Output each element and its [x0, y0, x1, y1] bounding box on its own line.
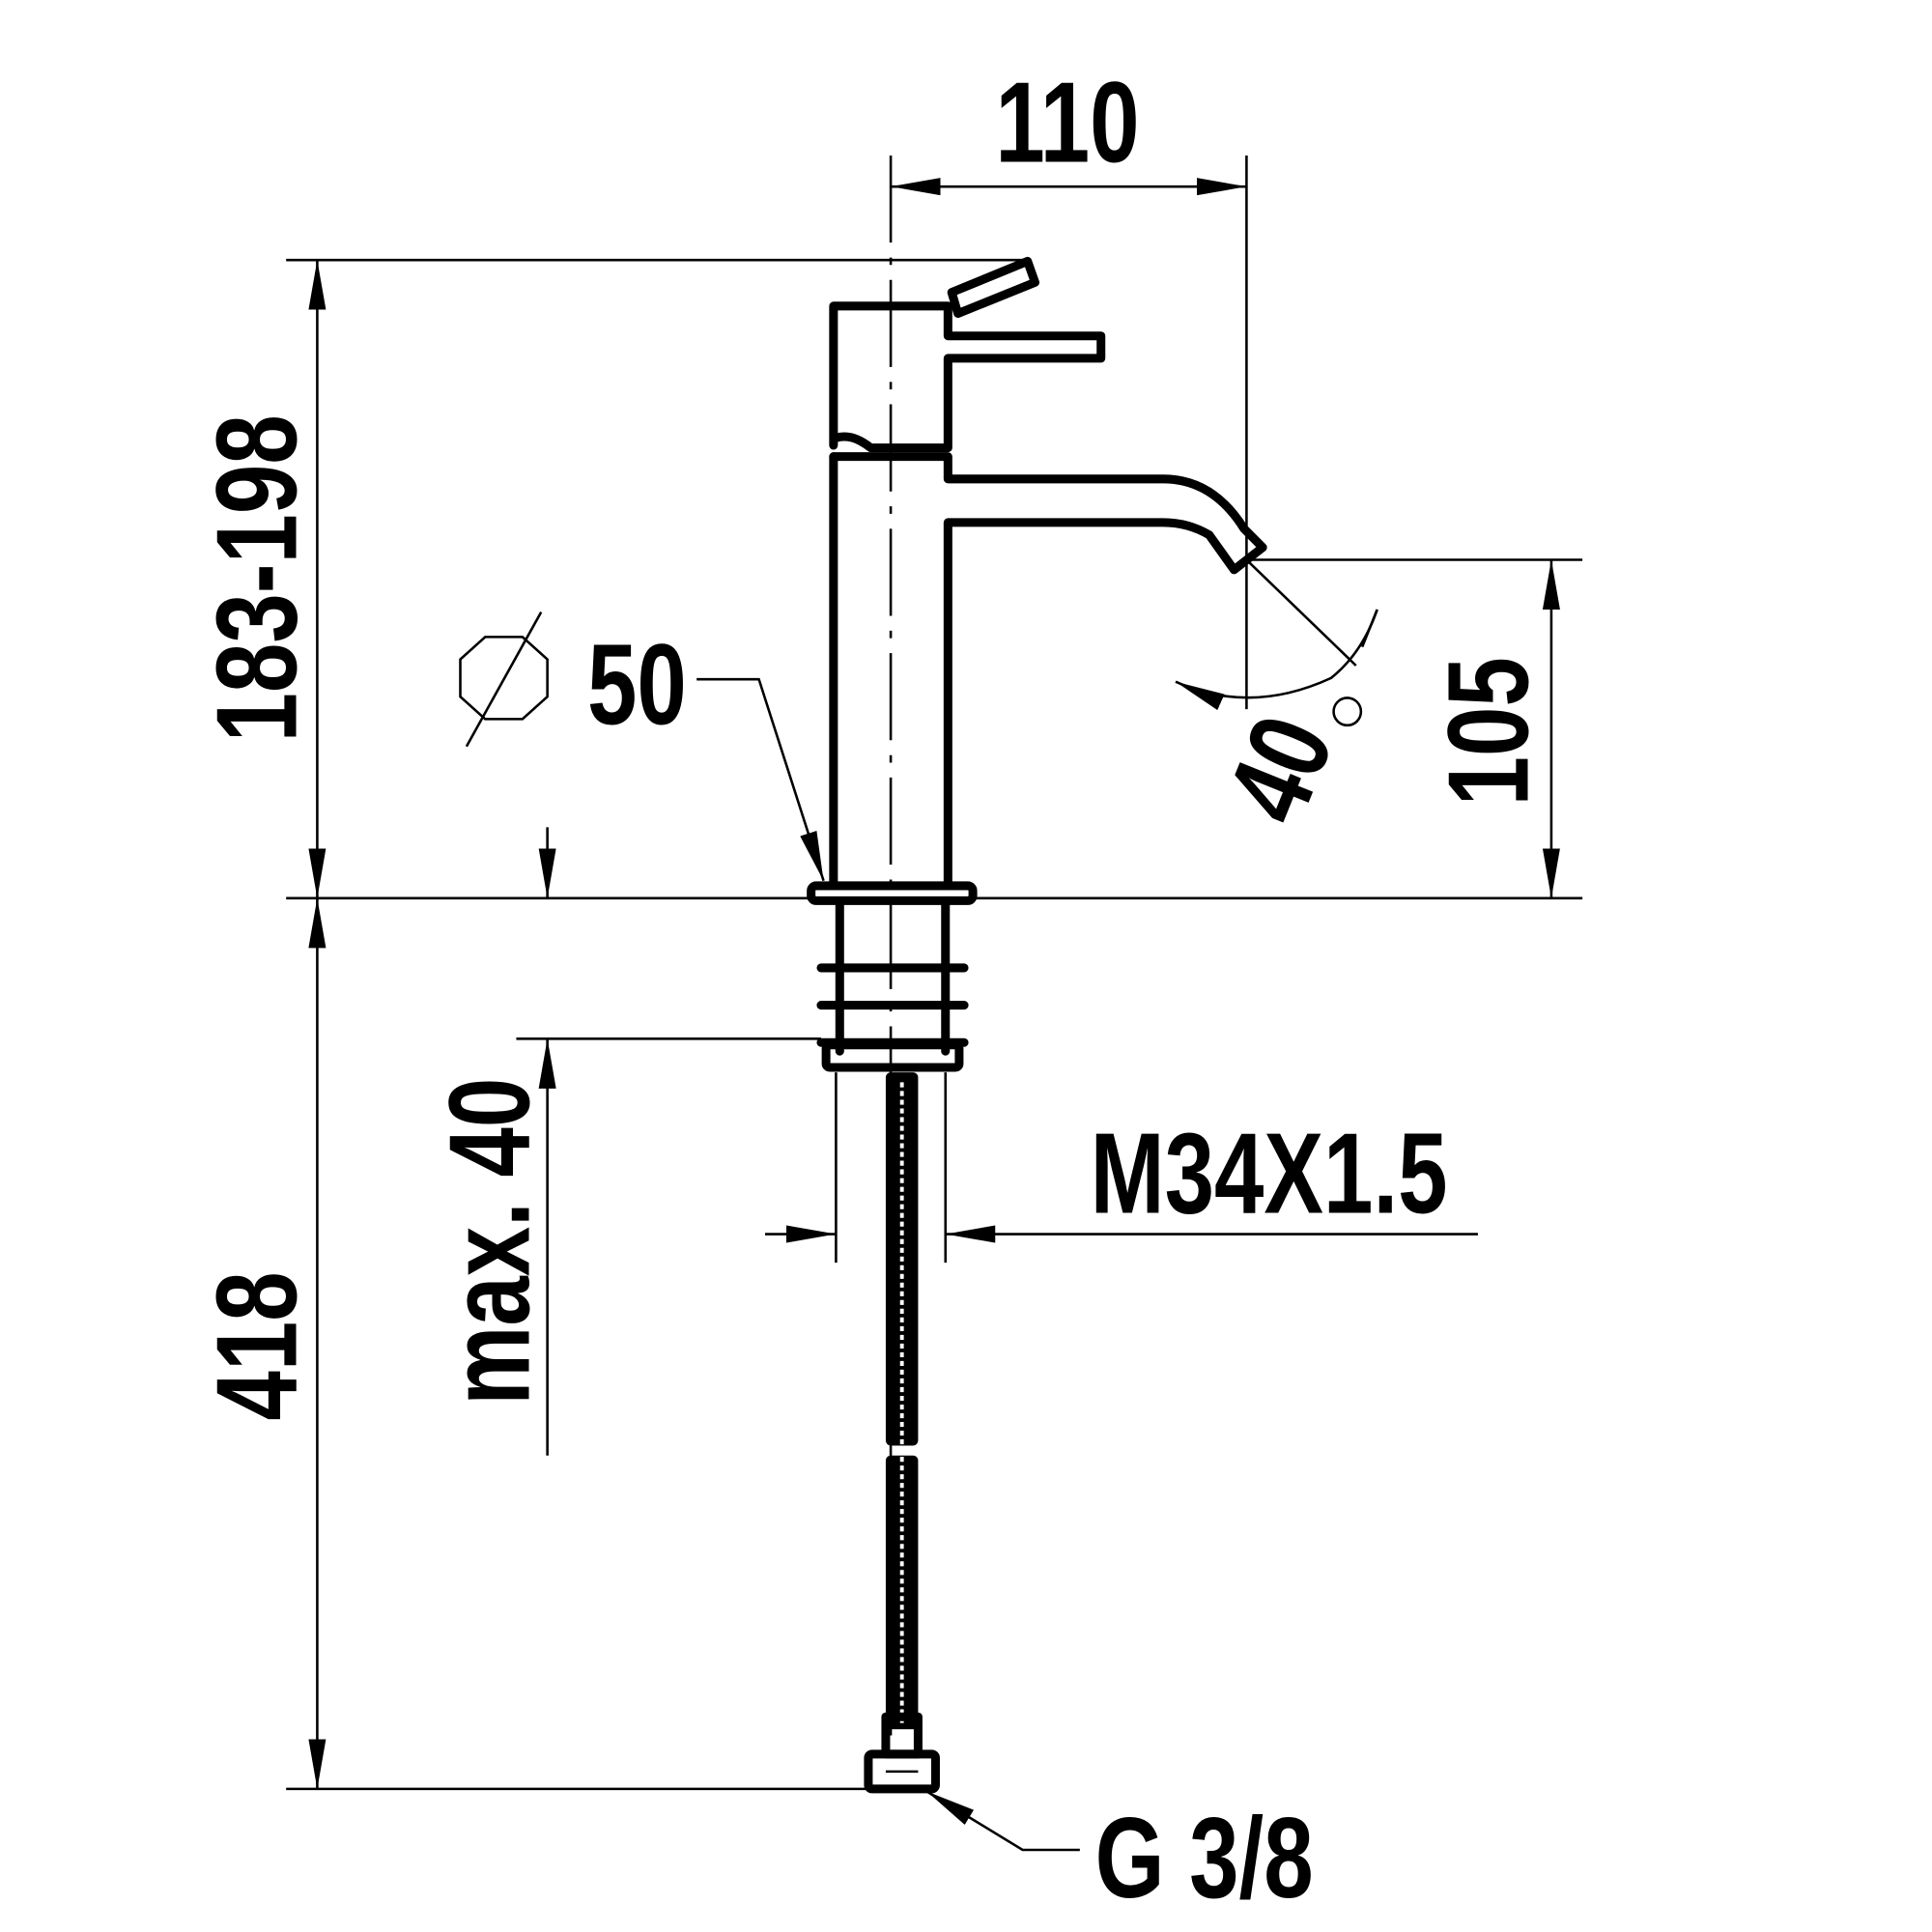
dimension-spout-height: 105	[1243, 558, 1583, 898]
dimension-spout-reach: 110	[891, 58, 1248, 710]
label-183-198: 183-198	[192, 414, 321, 742]
lever-tip	[947, 256, 1039, 319]
diameter-icon	[459, 636, 549, 721]
label-105: 105	[1424, 657, 1552, 806]
callout-connection: G 3/8	[925, 1790, 1314, 1922]
body-upper	[829, 452, 1267, 891]
label-max-40: max. 40	[425, 1078, 554, 1406]
hex-connector	[864, 1749, 940, 1794]
label-m34x1-5: M34X1.5	[1091, 1110, 1448, 1238]
dimension-total-height: 183-198	[192, 260, 327, 898]
label-110: 110	[995, 58, 1139, 186]
dimension-thread: M34X1.5	[765, 1072, 1478, 1264]
label-418: 418	[192, 1271, 321, 1420]
base-plate	[807, 881, 978, 905]
dimension-angle: 40	[1175, 558, 1378, 839]
label-40-degree: 40	[1202, 699, 1358, 839]
nut	[821, 1040, 964, 1072]
dimension-max-thickness: max. 40	[425, 827, 821, 1456]
dimension-base-diameter: 50	[459, 611, 825, 882]
handle	[829, 301, 1106, 453]
label-g-3-8: G 3/8	[1095, 1794, 1314, 1922]
dimension-hose-length: 418	[192, 897, 871, 1791]
degree-icon	[1332, 696, 1363, 727]
faucet-body	[807, 256, 1267, 1794]
label-50: 50	[587, 620, 687, 749]
